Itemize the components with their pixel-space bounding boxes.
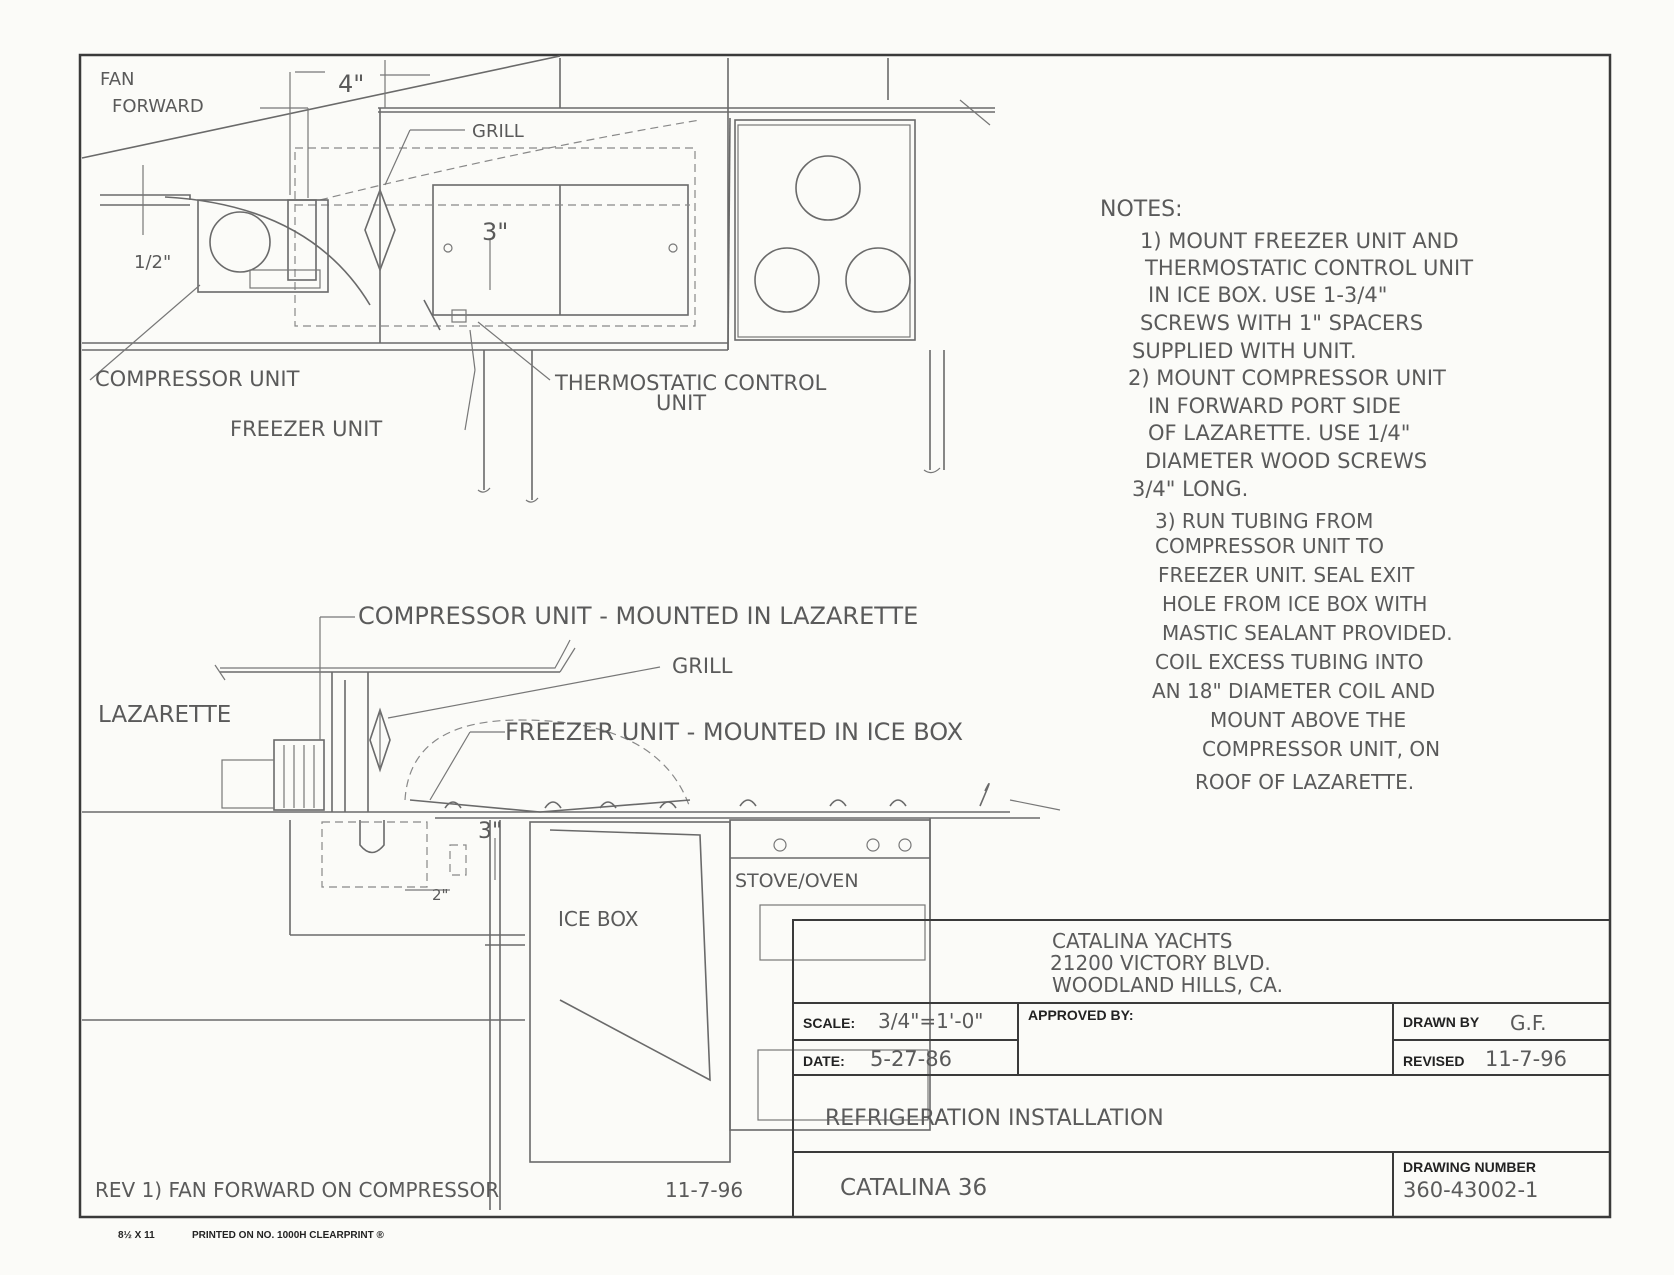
notes-line: 2) MOUNT COMPRESSOR UNIT [1128, 366, 1446, 390]
approved-by-label: APPROVED BY: [1028, 1007, 1134, 1023]
notes-line: COMPRESSOR UNIT TO [1155, 534, 1384, 558]
plan-view [81, 55, 995, 503]
dimension-2in: 2" [432, 886, 448, 904]
notes-line: COIL EXCESS TUBING INTO [1155, 650, 1423, 674]
company-city: WOODLAND HILLS, CA. [1052, 973, 1283, 997]
notes-line: IN FORWARD PORT SIDE [1148, 394, 1401, 418]
notes-line: DIAMETER WOOD SCREWS [1145, 449, 1427, 473]
model-name: CATALINA 36 [840, 1175, 987, 1201]
title-block [792, 919, 1611, 1218]
paper-size: 8½ X 11 [118, 1230, 155, 1241]
thermostatic-control-label-2: UNIT [656, 391, 706, 415]
date-value: 5-27-86 [870, 1047, 952, 1071]
drawn-by-label: DRAWN BY [1403, 1014, 1480, 1030]
scale-value: 3/4"=1'-0" [878, 1009, 984, 1033]
date-label: DATE: [803, 1053, 845, 1069]
fan-forward-label-1: FAN [100, 69, 134, 90]
grill-top-label: GRILL [472, 121, 524, 142]
notes-line: THERMOSTATIC CONTROL UNIT [1144, 256, 1473, 280]
notes-line: SUPPLIED WITH UNIT. [1132, 339, 1357, 363]
drawn-by-value: G.F. [1510, 1011, 1547, 1035]
revision-date: 11-7-96 [665, 1178, 743, 1202]
scale-label: SCALE: [803, 1015, 855, 1031]
paper-note: PRINTED ON NO. 1000H CLEARPRINT ® [192, 1230, 384, 1241]
notes-line: FREEZER UNIT. SEAL EXIT [1158, 563, 1415, 587]
ice-box-label: ICE BOX [558, 907, 639, 931]
notes-line: IN ICE BOX. USE 1-3/4" [1148, 283, 1387, 307]
notes-line: MASTIC SEALANT PROVIDED. [1162, 621, 1453, 645]
notes-line: HOLE FROM ICE BOX WITH [1162, 592, 1427, 616]
dimension-4in: 4" [338, 70, 364, 98]
notes-line: OF LAZARETTE. USE 1/4" [1148, 421, 1410, 445]
compressor-unit-label: COMPRESSOR UNIT [95, 367, 300, 391]
drawing-title: REFRIGERATION INSTALLATION [825, 1106, 1164, 1131]
notes-line: 3/4" LONG. [1132, 477, 1248, 501]
dimension-half-inch: 1/2" [134, 252, 171, 273]
elevation-view [82, 616, 1061, 1210]
revised-label: REVISED [1403, 1053, 1464, 1069]
notes-line: 3) RUN TUBING FROM [1155, 509, 1373, 533]
stove-oven-label: STOVE/OVEN [735, 870, 859, 892]
dimension-3in-bottom: 3" [478, 819, 502, 844]
lazarette-label: LAZARETTE [98, 702, 231, 728]
company-name: CATALINA YACHTS [1052, 929, 1232, 953]
drawing-number-label: DRAWING NUMBER [1403, 1159, 1536, 1175]
revised-value: 11-7-96 [1485, 1047, 1567, 1071]
fan-forward-label-2: FORWARD [112, 96, 204, 117]
freezer-unit-label: FREEZER UNIT [230, 417, 382, 441]
compressor-lazarette-label: COMPRESSOR UNIT - MOUNTED IN LAZARETTE [358, 602, 918, 630]
revision-note: REV 1) FAN FORWARD ON COMPRESSOR [95, 1178, 499, 1202]
dimension-3in-top: 3" [482, 218, 508, 246]
notes-line: SCREWS WITH 1" SPACERS [1140, 311, 1423, 335]
freezer-icebox-label: FREEZER UNIT - MOUNTED IN ICE BOX [505, 718, 963, 746]
notes-line: ROOF OF LAZARETTE. [1195, 770, 1414, 794]
thermostatic-control-label-1: THERMOSTATIC CONTROL [554, 371, 827, 395]
notes-line: COMPRESSOR UNIT, ON [1202, 737, 1440, 761]
notes-line: AN 18" DIAMETER COIL AND [1152, 679, 1435, 703]
notes-block: NOTES: 1) MOUNT FREEZER UNIT AND THERMOS… [1100, 197, 1473, 794]
notes-heading: NOTES: [1100, 197, 1183, 222]
drawing-number: 360-43002-1 [1403, 1178, 1538, 1202]
notes-line: 1) MOUNT FREEZER UNIT AND [1140, 229, 1459, 253]
company-address: 21200 VICTORY BLVD. [1050, 951, 1271, 975]
grill-bottom-label: GRILL [672, 654, 733, 678]
notes-line: MOUNT ABOVE THE [1210, 708, 1406, 732]
